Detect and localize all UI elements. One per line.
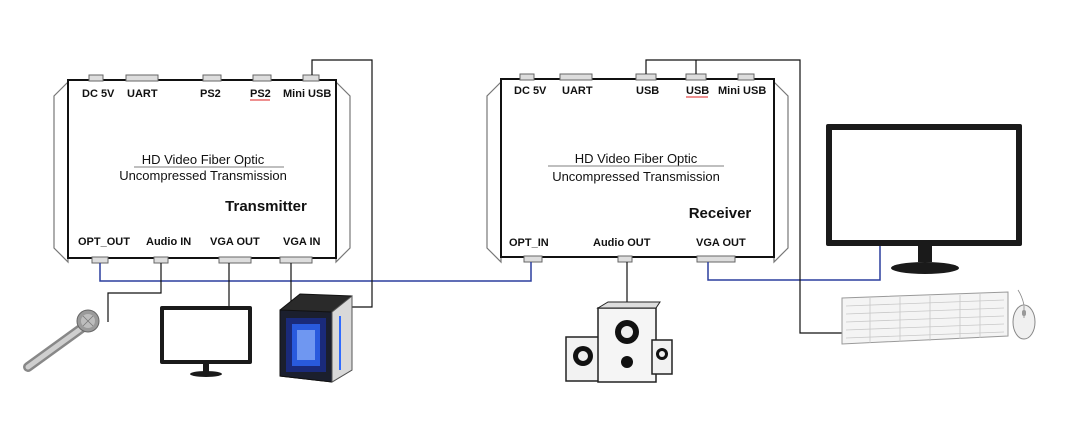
mini-usb-cable: [311, 59, 373, 308]
monitor-icon: [826, 124, 1022, 274]
tx-port-audio-in: Audio IN: [146, 236, 191, 248]
usb-keyboard-cable: [645, 59, 842, 334]
fiber-optic-link: [99, 262, 532, 282]
rx-port-audio-out: Audio OUT: [593, 237, 651, 249]
rx-caption-line2: Uncompressed Transmission: [552, 169, 720, 184]
rx-port-usb-a: USB: [636, 85, 659, 97]
rx-port-vga-out: VGA OUT: [696, 237, 746, 249]
tx-port-dc5v: DC 5V: [82, 88, 115, 100]
tx-caption-line1: HD Video Fiber Optic: [142, 152, 265, 167]
rx-role-label: Receiver: [689, 205, 752, 222]
tx-role-label: Transmitter: [225, 198, 307, 215]
rx-vga-cable: [707, 246, 881, 281]
rx-port-opt-in: OPT_IN: [509, 237, 549, 249]
rx-port-dc5v: DC 5V: [514, 85, 547, 97]
transmitter-unit: DC 5V UART PS2 PS2 Mini USB HD Video Fib…: [53, 74, 351, 264]
microphone-icon: [23, 309, 100, 372]
receiver-body: [500, 78, 775, 258]
rx-port-usb-b: USB: [686, 85, 709, 97]
speakers-icon: [565, 301, 673, 383]
rx-caption-line1: HD Video Fiber Optic: [575, 151, 698, 166]
tx-caption-line2: Uncompressed Transmission: [119, 168, 287, 183]
tx-port-vga-out: VGA OUT: [210, 236, 260, 248]
cables: [99, 59, 881, 334]
tx-port-ps2-a: PS2: [200, 88, 221, 100]
tx-port-opt-out: OPT_OUT: [78, 236, 130, 248]
audio-in-cable: [107, 263, 162, 322]
tx-port-mini-usb: Mini USB: [283, 88, 331, 100]
monitor-icon: [160, 306, 252, 377]
transmitter-body: [67, 79, 337, 259]
tx-port-vga-in: VGA IN: [283, 236, 321, 248]
keyboard-icon: [841, 291, 1009, 345]
tx-port-uart: UART: [127, 88, 158, 100]
rx-port-mini-usb: Mini USB: [718, 85, 766, 97]
pc-tower-icon: [279, 293, 353, 383]
mouse-icon: [1012, 289, 1036, 340]
rx-port-uart: UART: [562, 85, 593, 97]
receiver-unit: DC 5V UART USB USB Mini USB HD Video Fib…: [486, 73, 789, 264]
tx-port-ps2-b: PS2: [250, 88, 271, 100]
